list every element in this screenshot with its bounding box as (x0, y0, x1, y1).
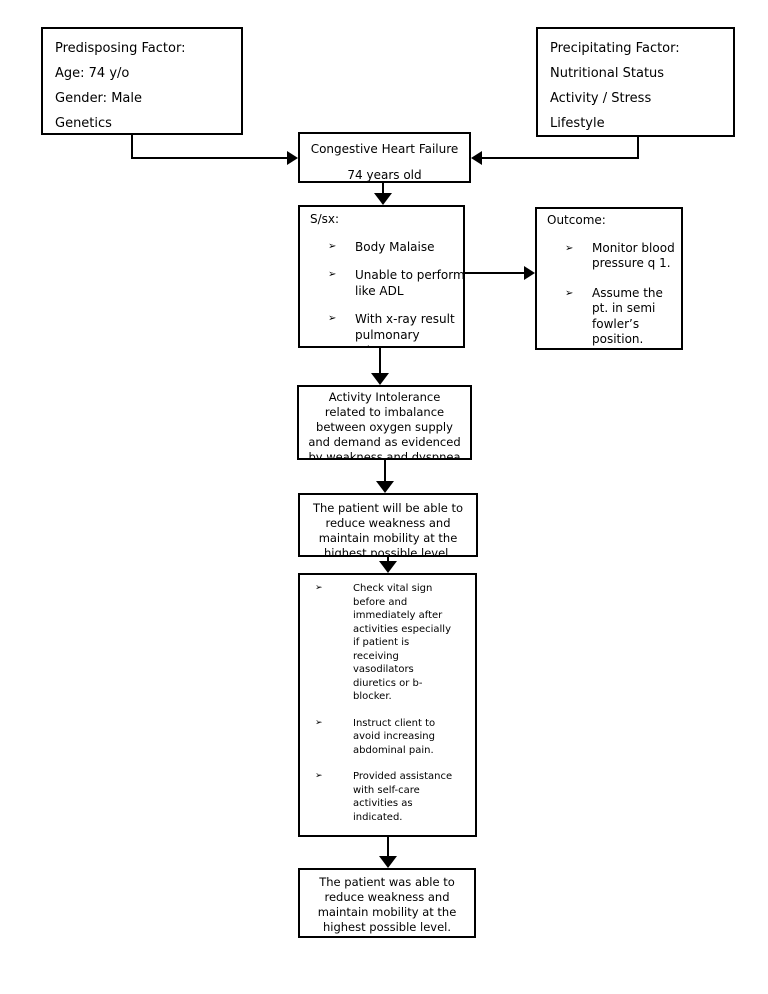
goal-box: The patient will be able to reduce weakn… (298, 493, 478, 557)
list-item: ➢ Assume the pt. in semi fowler’s positi… (565, 286, 677, 348)
list-item: ➢ Body Malaise (328, 239, 459, 255)
outcome-box: Outcome: ➢ Monitor blood pressure q 1. ➢… (535, 207, 683, 350)
intervention-item-text: Provided assistance with self-care activ… (353, 771, 453, 823)
outcome-label: Outcome: (547, 213, 606, 227)
list-item: ➢ Provided assistance with self-care act… (315, 770, 471, 824)
arrowhead-down-icon (374, 193, 392, 205)
connector-predisposing-to-chf (131, 157, 288, 159)
connector-chf-to-ssx (382, 183, 384, 195)
evaluation-text: The patient was able to reduce weakness … (317, 875, 457, 934)
connector-diagnosis-to-goal (384, 460, 386, 482)
list-item: ➢ Unable to perform like ADL (328, 267, 463, 299)
ssx-item-text: Body Malaise (355, 240, 435, 254)
signs-symptoms-box: S/sx: ➢ Body Malaise ➢ Unable to perform… (298, 205, 465, 348)
ssx-item-text: Unable to perform like ADL (355, 268, 465, 298)
predisposing-factor-text: Predisposing Factor: Age: 74 y/o Gender:… (55, 41, 186, 131)
goal-text: The patient will be able to reduce weakn… (312, 501, 464, 557)
nursing-diagnosis-box: Activity Intolerance related to imbalanc… (297, 385, 472, 460)
list-item: ➢ With x-ray result pulmonary edema (328, 311, 459, 346)
signs-symptoms-label: S/sx: (310, 212, 340, 226)
arrowhead-down-icon (371, 373, 389, 385)
precipitating-factor-box: Precipitating Factor: Nutritional Status… (536, 27, 735, 137)
evaluation-box: The patient was able to reduce weakness … (298, 868, 476, 938)
arrowhead-left-icon (471, 151, 482, 165)
list-item: ➢ Instruct client to avoid increasing ab… (315, 717, 471, 758)
arrow-bullet-icon: ➢ (565, 287, 574, 299)
outcome-item-text: Assume the pt. in semi fowler’s position… (592, 285, 663, 347)
arrowhead-right-icon (524, 266, 535, 280)
precipitating-factor-text: Precipitating Factor: Nutritional Status… (550, 41, 680, 131)
arrow-bullet-icon: ➢ (328, 313, 337, 324)
chf-text: Congestive Heart Failure 74 years old (310, 142, 459, 182)
connector-goal-to-interventions (387, 557, 389, 563)
arrow-bullet-icon: ➢ (328, 241, 337, 252)
arrowhead-down-icon (379, 856, 397, 868)
connector-interventions-to-evaluation (387, 837, 389, 857)
arrowhead-right-icon (287, 151, 298, 165)
connector-predisposing-down (131, 135, 133, 159)
connector-ssx-to-diagnosis (379, 348, 381, 375)
nursing-diagnosis-text: Activity Intolerance related to imbalanc… (308, 390, 461, 460)
interventions-box: ➢ Check vital sign before and immediatel… (298, 573, 477, 837)
list-item: ➢ Check vital sign before and immediatel… (315, 582, 471, 704)
arrow-bullet-icon: ➢ (315, 583, 323, 593)
arrow-bullet-icon: ➢ (565, 242, 574, 254)
arrowhead-down-icon (379, 561, 397, 573)
connector-ssx-to-outcome (465, 272, 526, 274)
list-item: ➢ Monitor blood pressure q 1. (565, 241, 677, 272)
arrow-bullet-icon: ➢ (328, 269, 337, 280)
connector-precipitating-to-chf (482, 157, 639, 159)
ssx-item-text: With x-ray result pulmonary edema (355, 312, 455, 346)
predisposing-factor-box: Predisposing Factor: Age: 74 y/o Gender:… (41, 27, 243, 135)
chf-box: Congestive Heart Failure 74 years old (298, 132, 471, 183)
intervention-item-text: Instruct client to avoid increasing abdo… (353, 717, 436, 756)
arrowhead-down-icon (376, 481, 394, 493)
arrow-bullet-icon: ➢ (315, 771, 323, 781)
outcome-item-text: Monitor blood pressure q 1. (592, 240, 675, 271)
intervention-item-text: Check vital sign before and immediately … (353, 583, 452, 702)
connector-precipitating-down (637, 137, 639, 159)
arrow-bullet-icon: ➢ (315, 717, 323, 728)
